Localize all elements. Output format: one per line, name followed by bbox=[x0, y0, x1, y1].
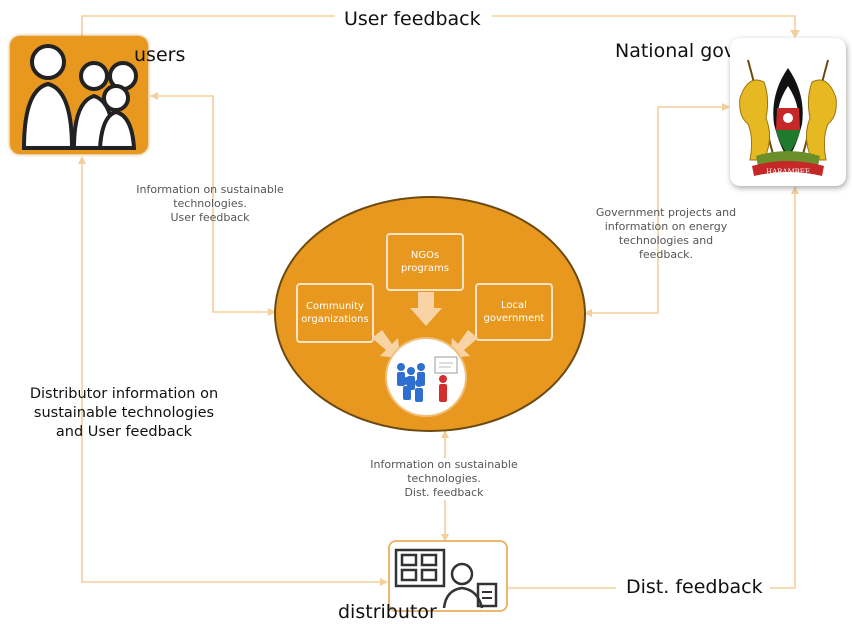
dist-feedback-label: Dist. feedback bbox=[626, 576, 763, 598]
govt-hub-line bbox=[586, 106, 728, 314]
govt-hub-label-line-3: technologies and bbox=[618, 234, 714, 247]
users-hub-label-line-3: User feedback bbox=[170, 211, 250, 224]
users-hub-label-line-2: technologies. bbox=[173, 197, 247, 210]
govt-hub-label: Government projects and information on e… bbox=[572, 206, 760, 262]
arrowhead-govt-bottom bbox=[791, 186, 799, 194]
meeting-circle bbox=[385, 337, 467, 417]
govt-hub-label-line-1: Government projects and bbox=[595, 206, 737, 219]
distributor-users-label-line-2: sustainable technologies bbox=[33, 405, 215, 421]
distributor-users-label-line-1: Distributor information on bbox=[29, 386, 219, 402]
arrowhead-distributor-left bbox=[380, 578, 388, 586]
arrowhead-hub-bottom bbox=[441, 430, 449, 438]
hub-distributor-label-line-1: Information on sustainable bbox=[370, 458, 518, 471]
arrowhead-distributor-top bbox=[441, 534, 449, 542]
harambee-motto: HARAMBEE bbox=[766, 168, 810, 176]
users-hub-label: Information on sustainable technologies.… bbox=[120, 183, 300, 225]
hub-distributor-label: Information on sustainable technologies.… bbox=[354, 458, 534, 500]
arrowhead-hub-right bbox=[584, 309, 592, 317]
users-hub-label-line-1: Information on sustainable bbox=[136, 183, 284, 196]
users-node bbox=[10, 36, 148, 154]
users-hub-line bbox=[150, 95, 274, 313]
user-feedback-line-right bbox=[492, 15, 796, 32]
arrowhead-users-bottom bbox=[78, 156, 86, 164]
arrowhead-users-right bbox=[150, 92, 158, 100]
national-govt-label: National govt. bbox=[615, 40, 749, 62]
arrowhead-govt-top bbox=[790, 30, 800, 38]
distributor-users-line bbox=[81, 158, 386, 583]
local-government-box: Local government bbox=[475, 283, 553, 341]
hub-distributor-label-line-2: technologies. bbox=[407, 472, 481, 485]
ngos-programs-box: NGOs programs bbox=[386, 233, 464, 291]
arrowhead-govt-left bbox=[722, 103, 730, 111]
community-organizations-label: Community organizations bbox=[301, 301, 369, 325]
kenya-coat-of-arms-icon: HARAMBEE bbox=[739, 59, 837, 176]
user-feedback-line-left bbox=[81, 15, 335, 36]
distributor-users-label: Distributor information on sustainable t… bbox=[10, 385, 238, 442]
distributor-users-label-line-3: and User feedback bbox=[55, 424, 193, 440]
ngos-programs-label: NGOs programs bbox=[401, 250, 449, 274]
users-icon bbox=[21, 44, 138, 150]
govt-hub-label-line-2: information on energy bbox=[604, 220, 728, 233]
distributor-icon bbox=[394, 548, 498, 609]
community-organizations-box: Community organizations bbox=[296, 283, 374, 343]
dist-feedback-line-b bbox=[770, 188, 796, 589]
local-government-label: Local government bbox=[483, 300, 545, 324]
hub-distributor-label-line-3: Dist. feedback bbox=[404, 486, 484, 499]
govt-node: HARAMBEE bbox=[730, 38, 846, 186]
user-feedback-label: User feedback bbox=[344, 8, 481, 30]
distributor-label: distributor bbox=[338, 601, 437, 623]
stakeholders-meeting-icon bbox=[397, 356, 458, 402]
govt-hub-label-line-4: feedback. bbox=[638, 248, 694, 261]
arrowhead-hub-left bbox=[268, 308, 276, 316]
distributor-node bbox=[388, 540, 508, 612]
users-label: users bbox=[134, 44, 186, 66]
